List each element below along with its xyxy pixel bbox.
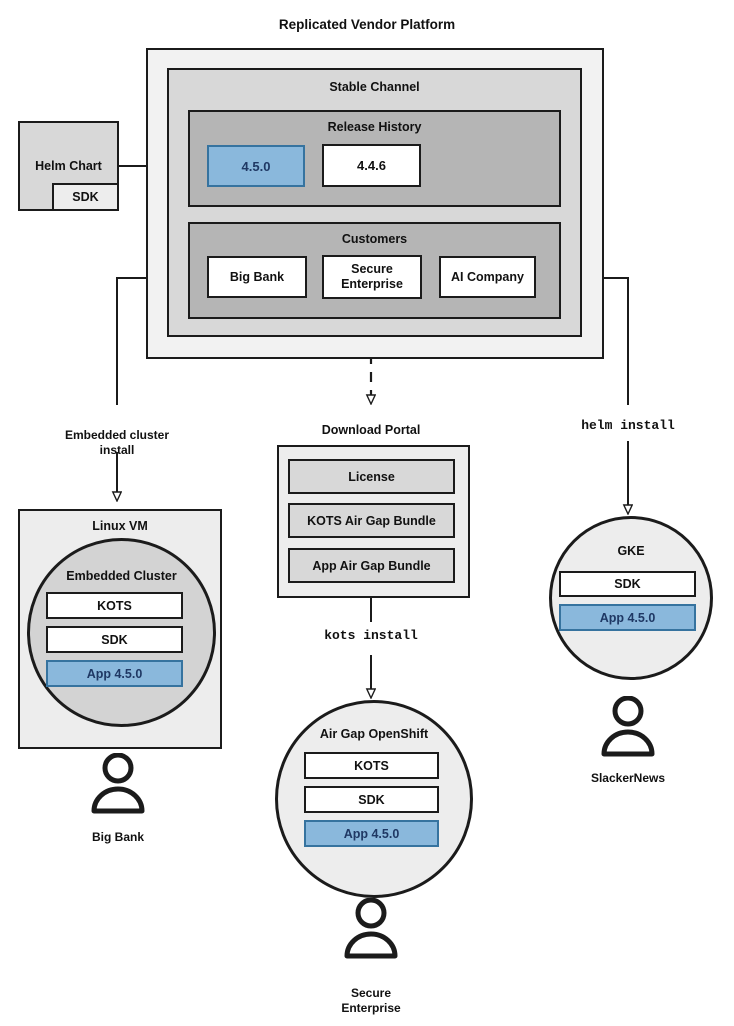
edge-label-embedded-cluster-install: Embedded cluster install [37,413,197,458]
release-chip-current-label: 4.5.0 [241,158,271,174]
download-artifact-app-bundle-label: App Air Gap Bundle [312,558,431,573]
gke-user-label-text: SlackerNews [590,771,666,785]
linuxvm-component-kots-label: KOTS [97,598,132,613]
release-chip-previous[interactable]: 4.4.6 [322,144,421,187]
customers-title-text: Customers [341,232,408,246]
linuxvm-component-sdk-label: SDK [101,632,128,647]
gke-component-sdk-label: SDK [614,577,641,591]
edge-label-embedded-cluster-install-text: Embedded cluster install [64,428,170,457]
linuxvm-component-sdk[interactable]: SDK [46,626,183,653]
download-portal-title-text: Download Portal [321,423,421,437]
helm-chart-sdk-label: SDK [72,190,99,204]
download-artifact-license-label: License [348,469,395,484]
openshift-app-chip-label: App 4.5.0 [343,826,400,841]
customer-secure-enterprise[interactable]: Secure Enterprise [322,255,422,299]
stable-channel-title-text: Stable Channel [329,80,420,94]
edge-label-kots-install-text: kots install [324,628,418,643]
airgap-openshift-user-label-text: Secure Enterprise [341,986,401,1015]
gke-app-chip[interactable]: App 4.5.0 [559,604,696,631]
helm-chart-label: Helm Chart [35,159,102,173]
edge-label-helm-install: helm install [548,418,708,434]
download-portal-title: Download Portal [291,423,451,439]
edge-label-helm-install-text: helm install [581,418,675,433]
openshift-component-kots[interactable]: KOTS [304,752,439,779]
openshift-component-kots-label: KOTS [354,758,389,773]
helm-chart-sdk-box[interactable]: SDK [52,183,119,211]
download-artifact-app-bundle[interactable]: App Air Gap Bundle [288,548,455,583]
linuxvm-app-chip-label: App 4.5.0 [86,666,143,681]
stable-channel-title: Stable Channel [169,80,580,94]
openshift-app-chip[interactable]: App 4.5.0 [304,820,439,847]
customer-ai-company-label: AI Company [451,270,524,284]
gke-user-label: SlackerNews [548,771,708,786]
linux-vm-title: Linux VM [20,519,220,533]
customers-title: Customers [190,232,559,246]
airgap-openshift-title-text: Air Gap OpenShift [319,727,429,741]
download-artifact-kots-bundle[interactable]: KOTS Air Gap Bundle [288,503,455,538]
big-bank-user-icon [91,753,145,814]
linux-vm-user-label-text: Big Bank [91,830,144,844]
linux-vm-user-label: Big Bank [38,830,198,845]
customer-big-bank-label: Big Bank [229,270,285,284]
customer-ai-company[interactable]: AI Company [439,256,536,298]
airgap-openshift-title: Air Gap OpenShift [278,727,470,741]
gke-app-chip-label: App 4.5.0 [599,610,656,625]
gke-title: GKE [552,544,710,558]
linux-vm-title-text: Linux VM [92,519,148,533]
slackernews-user-icon [601,696,655,757]
release-chip-previous-label: 4.4.6 [357,158,386,173]
linuxvm-component-kots[interactable]: KOTS [46,592,183,619]
release-chip-current[interactable]: 4.5.0 [207,145,305,187]
secure-enterprise-user-icon [344,898,398,959]
embedded-cluster-title: Embedded Cluster [30,569,213,583]
openshift-component-sdk[interactable]: SDK [304,786,439,813]
airgap-openshift-user-label: Secure Enterprise [291,971,451,1016]
gke-component-sdk[interactable]: SDK [559,571,696,597]
gke-title-text: GKE [617,544,645,558]
release-history-title: Release History [190,120,559,134]
page-title-text: Replicated Vendor Platform [278,17,456,32]
openshift-component-sdk-label: SDK [358,792,385,807]
embedded-cluster-title-text: Embedded Cluster [66,569,177,583]
download-artifact-license[interactable]: License [288,459,455,494]
download-artifact-kots-bundle-label: KOTS Air Gap Bundle [307,513,436,528]
customer-secure-enterprise-label: Secure Enterprise [341,262,403,291]
gke-circle: GKE [549,516,713,680]
edge-label-kots-install: kots install [291,628,451,644]
linuxvm-app-chip[interactable]: App 4.5.0 [46,660,183,687]
page-title: Replicated Vendor Platform [0,17,734,32]
release-history-title-text: Release History [327,120,422,134]
customer-big-bank[interactable]: Big Bank [207,256,307,298]
